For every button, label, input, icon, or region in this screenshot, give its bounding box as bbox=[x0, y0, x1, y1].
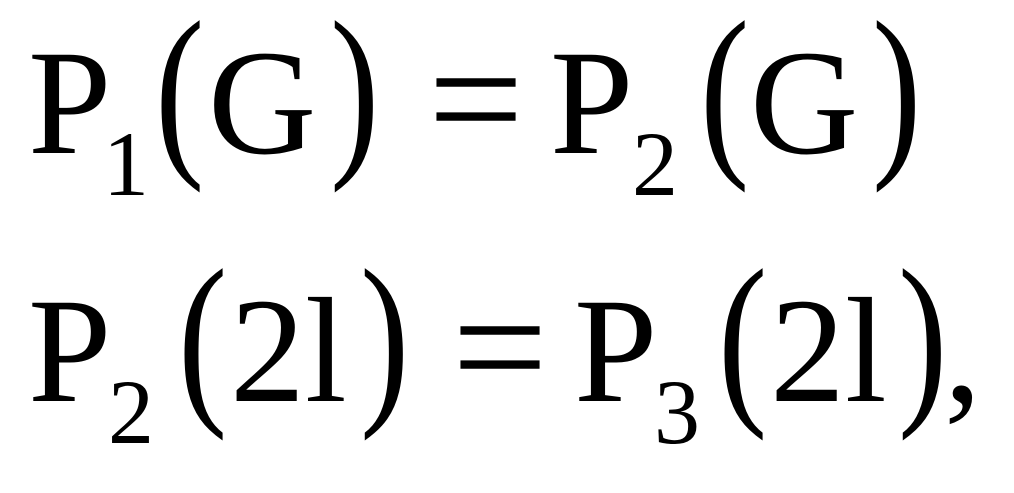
lhs-symbol: P bbox=[28, 268, 112, 434]
lhs-open-paren: ( bbox=[178, 232, 228, 442]
rhs-close-paren: ) bbox=[898, 232, 948, 442]
lhs-argument: 2l bbox=[230, 268, 347, 434]
equation-line-2: P 2 ( 2l ) = P 3 ( 2l ) , bbox=[0, 242, 1014, 488]
lhs-symbol: P bbox=[28, 20, 112, 186]
lhs-subscript: 2 bbox=[108, 361, 154, 463]
rhs-close-paren: ) bbox=[872, 0, 922, 194]
lhs-close-paren: ) bbox=[330, 0, 380, 194]
rhs-symbol: P bbox=[550, 20, 634, 186]
rhs-argument: G bbox=[750, 20, 859, 186]
equals-sign: = bbox=[452, 253, 548, 441]
rhs-argument: 2l bbox=[770, 268, 887, 434]
rhs-subscript: 3 bbox=[654, 361, 700, 463]
lhs-open-paren: ( bbox=[155, 0, 205, 194]
equation-line-1: P 1 ( G ) = P 2 ( G ) bbox=[0, 0, 1014, 240]
rhs-open-paren: ( bbox=[718, 232, 768, 442]
rhs-open-paren: ( bbox=[700, 0, 750, 194]
rhs-subscript: 2 bbox=[632, 113, 678, 215]
lhs-argument: G bbox=[208, 20, 317, 186]
lhs-subscript: 1 bbox=[103, 113, 149, 215]
rhs-symbol: P bbox=[574, 268, 658, 434]
equals-sign: = bbox=[428, 5, 524, 193]
trailing-punctuation: , bbox=[944, 268, 982, 434]
lhs-close-paren: ) bbox=[360, 232, 410, 442]
